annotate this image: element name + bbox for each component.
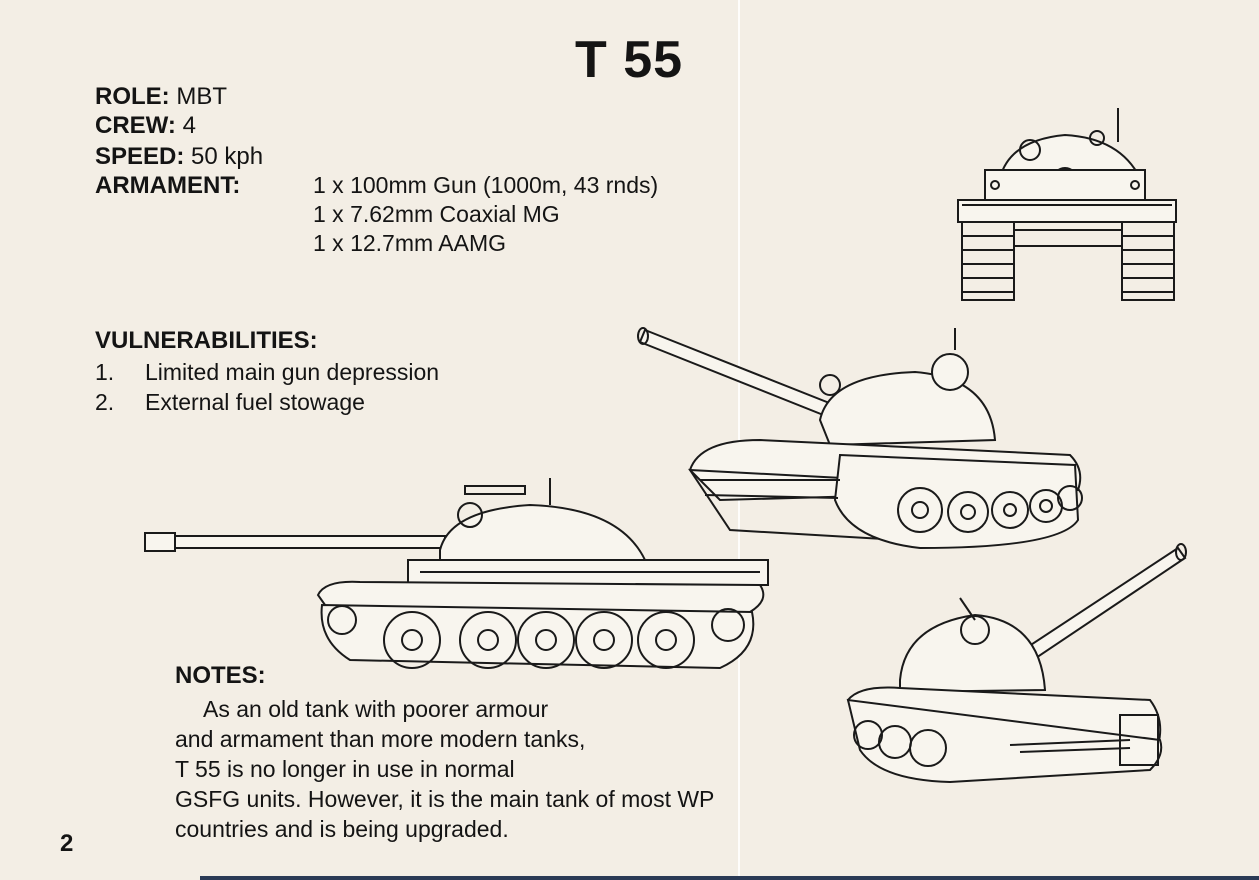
vulnerability-number: 2. — [95, 389, 115, 415]
armament-list: 1 x 100mm Gun (1000m, 43 rnds) 1 x 7.62m… — [313, 171, 658, 258]
spec-speed: SPEED: 50 kph — [95, 142, 263, 171]
vulnerability-item: 1. Limited main gun depression — [95, 357, 439, 387]
spec-crew: CREW: 4 — [95, 111, 196, 140]
speed-value: 50 kph — [191, 143, 264, 170]
notes-line: T 55 is no longer in use in normal — [175, 756, 515, 782]
spec-role: ROLE: MBT — [95, 82, 227, 111]
vulnerability-text: External fuel stowage — [145, 389, 365, 415]
armament-item: 1 x 12.7mm AAMG — [313, 230, 507, 256]
role-value: MBT — [176, 83, 228, 110]
armament-label: ARMAMENT: — [95, 172, 241, 199]
notes-line: countries and is being upgraded. — [175, 816, 509, 842]
notes-body: As an old tank with poorer armour and ar… — [175, 694, 714, 844]
vulnerability-item: 2. External fuel stowage — [95, 387, 439, 417]
role-label: ROLE: — [95, 83, 170, 110]
page-number: 2 — [60, 830, 74, 857]
crew-value: 4 — [182, 112, 196, 139]
bottom-edge — [200, 876, 1259, 880]
armament-item: 1 x 100mm Gun (1000m, 43 rnds) — [313, 172, 659, 198]
speed-label: SPEED: — [95, 143, 185, 170]
notes-heading: NOTES: — [175, 662, 266, 689]
tank-side-view-icon — [144, 478, 769, 670]
page-fold — [738, 0, 740, 880]
page-title: T 55 — [575, 31, 684, 89]
tank-rear-view-icon — [846, 543, 1187, 784]
armament-item: 1 x 7.62mm Coaxial MG — [313, 201, 560, 227]
tank-front-view-icon — [957, 108, 1177, 301]
tank-three-quarter-view-icon — [637, 327, 1083, 550]
notes-line: As an old tank with poorer armour — [203, 696, 549, 722]
vulnerabilities-list: 1. Limited main gun depression 2. External… — [95, 357, 439, 417]
vulnerability-text: Limited main gun depression — [145, 359, 440, 385]
spec-armament: ARMAMENT: — [95, 171, 240, 200]
notes-line: and armament than more modern tanks, — [175, 726, 586, 752]
vulnerability-number: 1. — [95, 359, 115, 385]
crew-label: CREW: — [95, 112, 176, 139]
notes-line: GSFG units. However, it is the main tank… — [175, 786, 715, 812]
vulnerabilities-heading: VULNERABILITIES: — [95, 327, 318, 354]
